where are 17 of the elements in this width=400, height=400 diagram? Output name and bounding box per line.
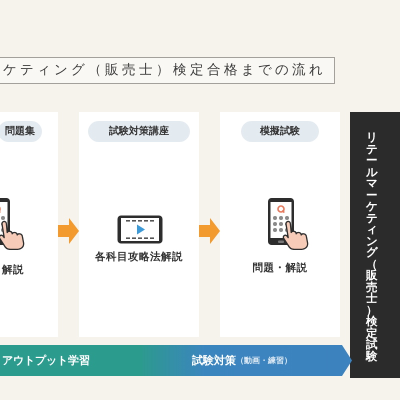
phase-band: アウトプット学習 — [0, 345, 142, 376]
step-label: 各科目攻略法解説 — [95, 250, 183, 264]
step-label: 解説 — [2, 263, 24, 277]
step-label: 問題・解説 — [252, 261, 308, 275]
band-note: （動画・練習） — [236, 355, 292, 366]
arrow — [199, 218, 220, 244]
category-pill: 模擬試験 — [241, 121, 319, 142]
exam-panel: リテールマーケティング（販売士）検定試験 — [350, 112, 400, 378]
phase-band — [142, 345, 352, 376]
arrow — [58, 218, 79, 244]
step-card — [79, 112, 199, 337]
category-pill: 問題集 — [0, 121, 42, 142]
title-box: ケティング（販売士）検定合格までの流れ — [0, 57, 335, 84]
step-card — [0, 112, 58, 337]
band-label: 試験対策 — [192, 353, 236, 368]
step-card — [220, 112, 340, 337]
category-pill: 試験対策講座 — [88, 121, 190, 142]
